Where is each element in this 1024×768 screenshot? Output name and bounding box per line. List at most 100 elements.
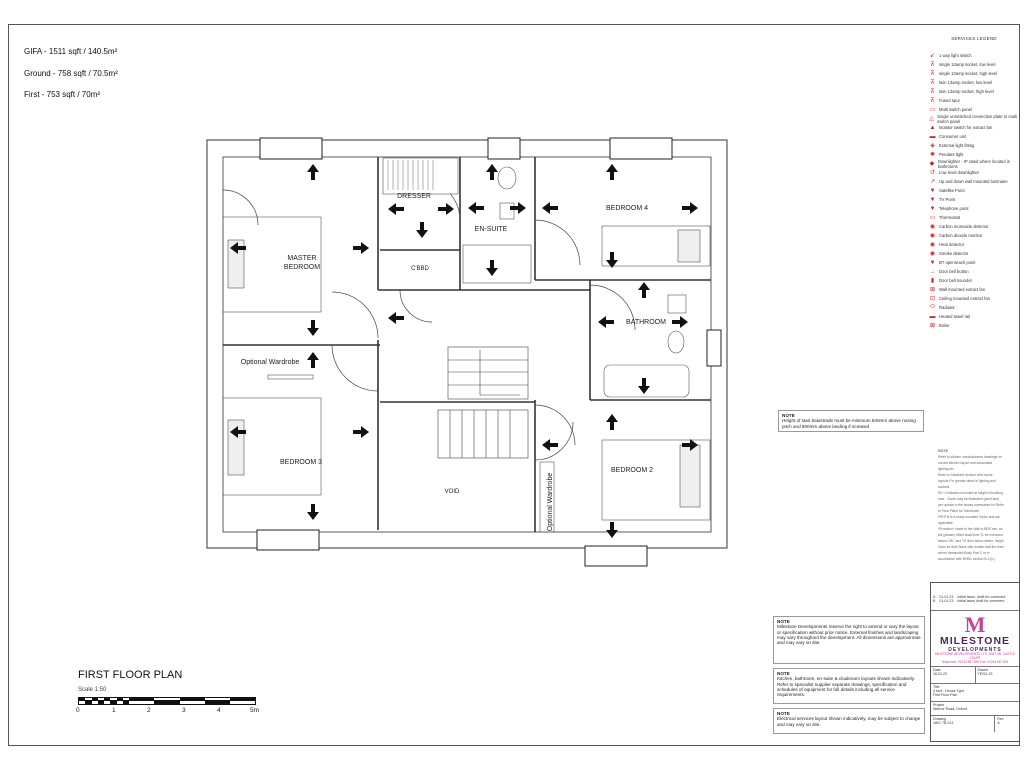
legend-label: Satellite Point [939,188,965,193]
wardrobe-rails [267,374,555,533]
side-note-line: correct kitchen layout and associated [938,461,993,465]
room-bedroom3: BEDROOM 3 [280,459,322,466]
legend-label: Door bell sounder [939,278,973,283]
note-3: NOTE Electrical services layout shown in… [773,708,925,734]
legend-item: ▼TV Point [928,195,1020,204]
tb-date-label: Date [933,668,941,672]
legend-item: ◆Downlighter - IP rated where located in… [928,158,1020,169]
arrow-left [230,426,246,438]
legend-item: →Door bell button [928,267,1020,276]
stairs [437,346,529,459]
legend-symbol-icon: △ [929,116,934,122]
legend-label: 1 way light switch [939,53,972,58]
rev-1-code: A [933,595,936,599]
legend-symbol-icon: ◉ [929,251,936,257]
scale-tick-0: 0 [76,707,80,714]
stair-note-head: NOTE [782,413,795,418]
tb-project: Project Warrior Road, Oxford [931,702,1019,716]
arrow-up [307,164,319,180]
first-area: First - 753 sqft / 70m² [24,90,101,99]
legend-label: Door bell button [939,269,969,274]
rev-2-code: B [933,599,936,603]
legend-label: twin 13amp socket, high level [939,89,994,94]
arrow-down [638,378,650,394]
arrow-left [388,203,404,215]
arrow-up [606,164,618,180]
legend-title: SERVICES LEGEND [951,36,997,41]
side-note-line: accordance with NHBC section B-2 (b.) [938,557,996,561]
legend-label: Downlighter - IP rated where located in … [937,158,1011,169]
scale-ticks: 0 1 2 3 4 5m [76,707,266,717]
revision-row-2: B 01.01.23 Initial issue draft for comme… [933,599,1017,603]
legend-item: ▲Isolator switch for extract fan [928,123,1020,132]
legend-label: Isolator switch for extract fan [939,125,993,130]
legend-label: Single unswitched connection plate to mu… [937,113,1018,124]
legend-symbol-icon: ✺ [929,152,936,158]
room-wardrobe: Optional Wardrobe [241,359,300,366]
arrow-right [438,203,454,215]
legend-item: ▬Consumer unit [928,132,1020,141]
legend-symbol-icon: ⊼ [930,71,935,77]
tb-project-label: Project [933,703,945,707]
side-note-line: applicable [938,521,953,525]
legend-item: ▼BT openreach point [928,258,1020,267]
legend-label: Smoke detector [939,251,969,256]
internal-walls [223,157,711,532]
legend-item: ⊼single 13amp socket, high level [928,69,1020,78]
room-master-1: MASTER [287,255,316,262]
tb-title-line-1: 4 bed - House Type [933,689,965,693]
legend-symbol-icon: ▼ [929,205,936,212]
arrow-right [510,202,526,214]
tb-drawing-value: 1801 7B 013 [933,721,954,725]
sheet-border [8,24,1020,746]
scale-label: Scale 1:50 [78,687,107,693]
scale-tick-4: 4 [217,707,221,714]
legend-label: Wall mounted extract fan [939,287,986,292]
legend-label: External light fitting [939,143,975,148]
legend-label: Consumer unit [939,134,967,139]
legend-symbol-icon: ▼ [929,196,936,203]
arrow-down [307,320,319,336]
tb-date: Date 16.01.23 [931,667,976,683]
legend-symbol-icon: ◉ [929,242,936,248]
arrow-down [307,504,319,520]
side-note-line: FRHTN is a ready mounted Hydro and are [938,515,1000,519]
note-2-head: NOTE [777,671,790,676]
arrow-right [353,426,369,438]
scale-bar [78,697,256,705]
legend-symbol-icon: ⊡ [929,296,936,302]
legend-item: ⊼Fused spur [928,96,1020,105]
arrow-left [542,439,558,451]
legend-label: Boiler [939,323,950,328]
side-note-lines: Refer to kitchen manufacturers drawings … [938,454,1016,562]
scale-tick-2: 2 [147,707,151,714]
side-note-line: full (please) effect shall level TL be e… [938,533,1003,537]
notes-column: NOTE Milestone Developments reserve the … [773,616,925,734]
gifa-area: GIFA - 1511 sqft / 140.5m² [24,47,118,56]
side-note-line: to Final Plans for Schedules [938,509,980,513]
note-2: NOTE Kitchen, bathroom, en-suite & cloak… [773,668,925,704]
arrow-left [468,202,484,214]
legend-label: Low level downlighter [939,170,980,175]
legend-item: ▬Heated towel rail [928,312,1020,321]
legend-symbol-icon: ↙ [929,53,936,59]
legend-item: ↗Up and down wall mounted luminaire [928,177,1020,186]
rev-1-desc: Initial issue, draft for comment [957,595,1006,599]
room-bedroom4: BEDROOM 4 [606,205,648,212]
legend-item: ▼Telephone point [928,204,1020,213]
legend-item: ⊼single 13amp socket, low level [928,60,1020,69]
legend-list: ↙1 way light switch ⊼single 13amp socket,… [928,51,1020,330]
legend-label: Up and down wall mounted luminaire [939,179,1008,184]
legend-symbol-icon: ⊠ [929,287,936,293]
side-note-line: where demanded Body Part C or in [938,551,990,555]
legend-item: ▮Door bell sounder [928,276,1020,285]
dresser-rail [387,160,434,190]
legend-symbol-icon: ⊼ [930,98,935,104]
legend-label: Carbon dioxide monitor [939,233,983,238]
tb-drawing: Drawing 1801 7B 013 [931,716,996,732]
side-note-line: lighting etc. [938,467,955,471]
side-note-line: sockets. [938,485,951,489]
services-legend: SERVICES LEGEND ↙1 way light switch ⊼sing… [928,36,1020,330]
arrow-up [606,414,618,430]
